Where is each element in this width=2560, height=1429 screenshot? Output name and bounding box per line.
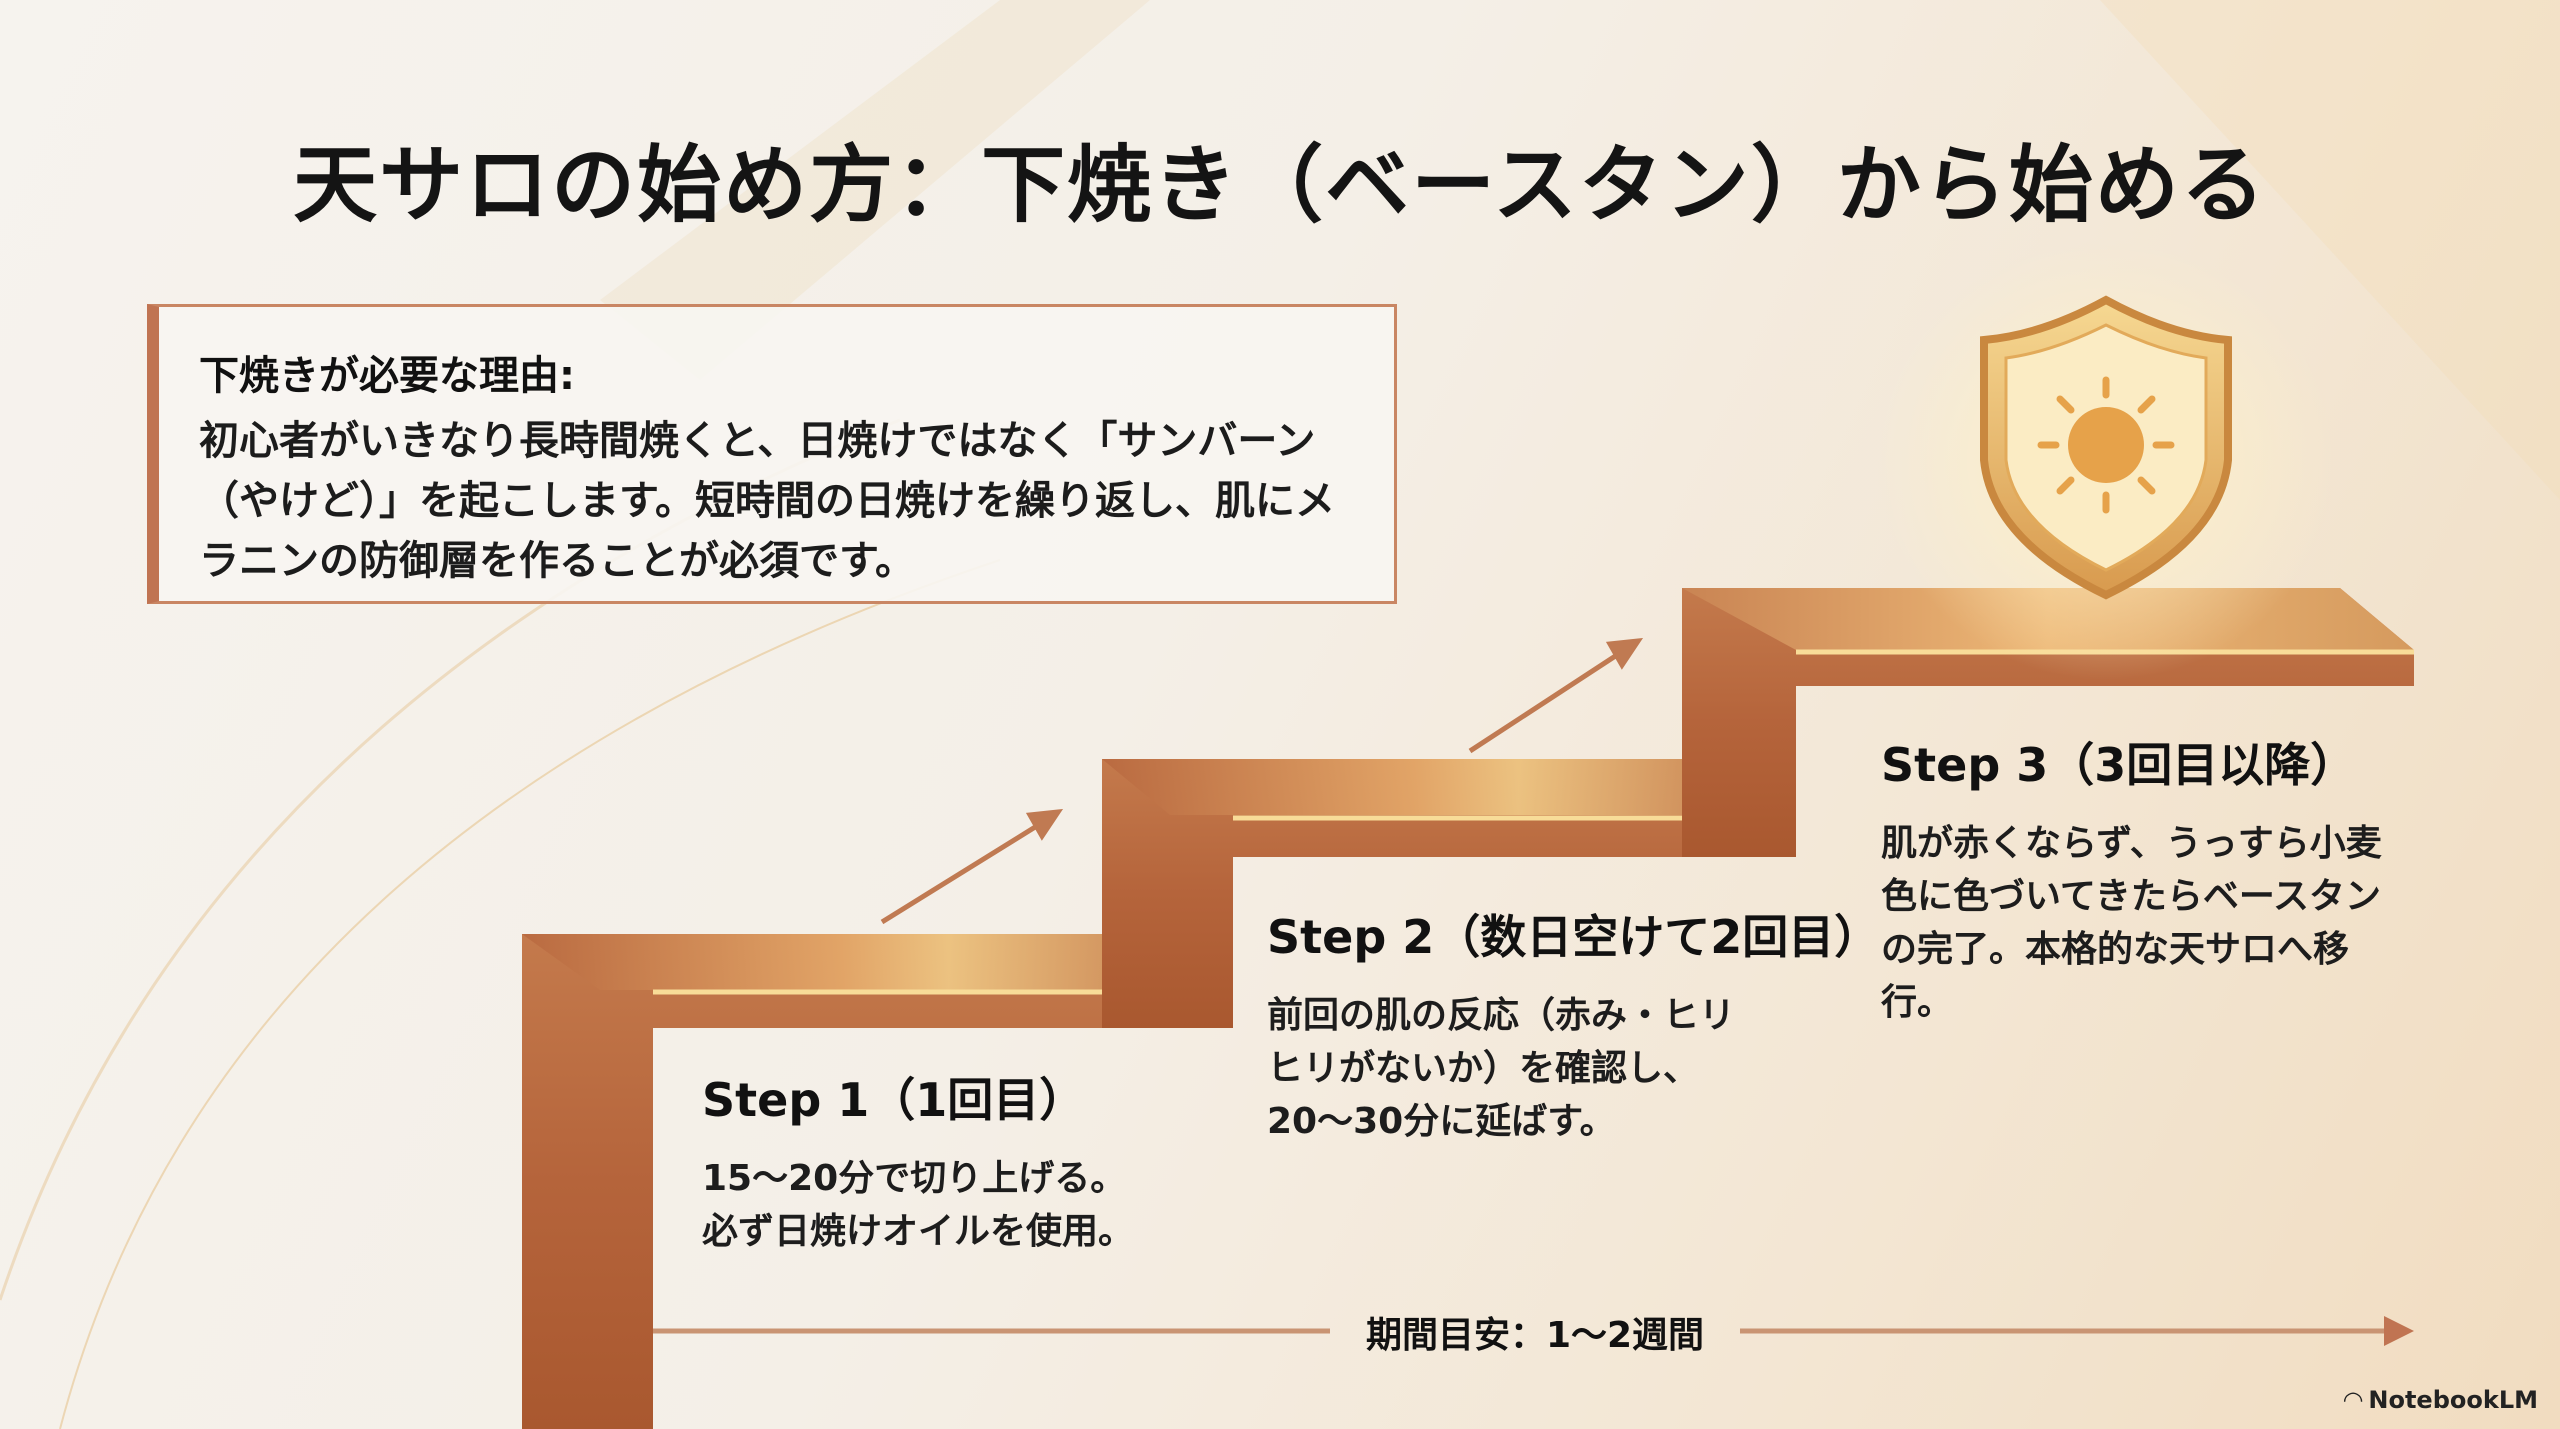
step-label: Step 2（数日空けて2回目） (1267, 910, 1881, 964)
reason-body: 初心者がいきなり長時間焼くと、日焼けではなく「サンバーン（やけど）」を起こします… (199, 418, 1335, 584)
brand-watermark: ◠ NotebookLM (2344, 1386, 2538, 1414)
step-label: Step 3（3回目以降） (1881, 738, 2357, 792)
step-label: Step 1（1回目） (702, 1073, 1086, 1127)
step-1: Step 1（1回目） 15〜20分で切り上げる。必ず日焼けオイルを使用。 (702, 1064, 1222, 1258)
shield-sun-icon (1876, 240, 2336, 680)
notebooklm-logo-icon: ◠ (2343, 1386, 2363, 1414)
timeline-arrow (653, 1316, 2414, 1346)
step-body: 肌が赤くならず、うっすら小麦色に色づいてきたらベースタンの完了。本格的な天サロへ… (1881, 823, 2382, 1023)
step-2: Step 2（数日空けて2回目） 前回の肌の反応（赤み・ヒリヒリがないか）を確認… (1267, 901, 1881, 1148)
progress-arrow-icon (880, 637, 1644, 925)
brand-name: NotebookLM (2368, 1386, 2538, 1414)
page-title: 天サロの始め方：下焼き（ベースタン）から始める (293, 136, 2267, 234)
reason-heading: 下焼きが必要な理由: (199, 353, 575, 399)
reason-box: 下焼きが必要な理由: 初心者がいきなり長時間焼くと、日焼けではなく「サンバーン（… (147, 304, 1397, 604)
step-3: Step 3（3回目以降） 肌が赤くならず、うっすら小麦色に色づいてきたらベース… (1881, 729, 2441, 1029)
step-body: 前回の肌の反応（赤み・ヒリヒリがないか）を確認し、20〜30分に延ばす。 (1267, 995, 1736, 1142)
timeline-label: 期間目安：1〜2週間 (1365, 1315, 1705, 1356)
step-body: 15〜20分で切り上げる。必ず日焼けオイルを使用。 (702, 1158, 1135, 1252)
